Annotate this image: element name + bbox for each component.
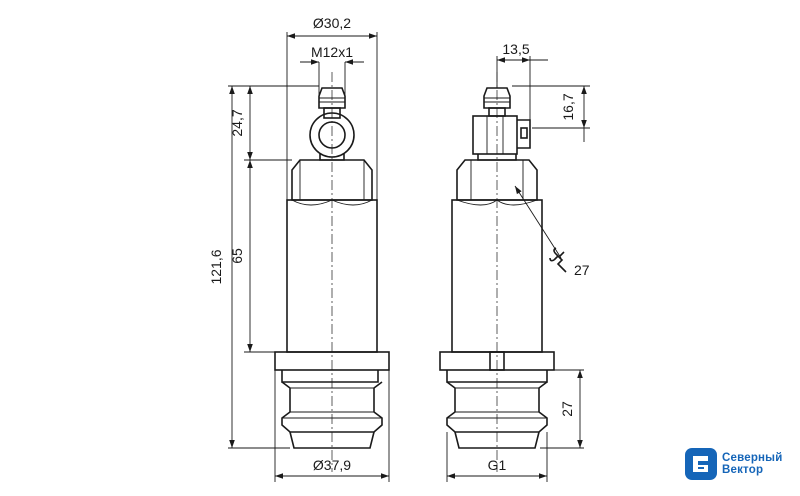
front-flange	[274, 351, 390, 371]
side-tip	[454, 431, 540, 449]
logo-line-1: Северный	[722, 452, 783, 464]
dim-front-connector-height: 24,7	[229, 109, 245, 136]
side-thread-collar	[446, 370, 548, 383]
front-connector-ring	[309, 112, 355, 158]
dim-front-thread: M12x1	[311, 44, 353, 60]
front-view: Ø30,2 M12x1 121,6 24,7 65 Ø37,9	[208, 15, 390, 482]
dim-side-bottom-thread: G1	[488, 457, 507, 473]
front-tip	[289, 431, 375, 449]
logo-wordmark: Северный Вектор	[722, 452, 782, 476]
dim-front-total-length: 121,6	[208, 249, 224, 284]
logo-mark-icon	[685, 448, 717, 480]
side-thread	[446, 381, 548, 433]
dim-front-diameter: Ø30,2	[313, 15, 351, 31]
side-top-nut	[483, 87, 511, 109]
front-neck	[323, 107, 341, 119]
dim-side-wrench-size: 27	[574, 262, 590, 278]
dim-front-bottom-diameter: Ø37,9	[313, 457, 351, 473]
front-connector-inner	[318, 121, 346, 149]
logo-line-2: Вектор	[722, 464, 764, 476]
wrench-icon	[549, 247, 567, 273]
dim-side-connector-height: 16,7	[560, 93, 576, 120]
side-connector-tab	[517, 119, 531, 149]
front-thread-collar	[281, 370, 379, 383]
side-flange-slot	[489, 351, 505, 371]
dim-side-connector-width: 13,5	[502, 41, 529, 57]
side-connector-block	[472, 115, 518, 155]
dim-side-thread-height: 27	[559, 401, 575, 417]
side-view: 13,5 16,7 27 27 G1	[439, 41, 590, 482]
front-thread	[281, 381, 383, 433]
company-logo: Северный Вектор	[684, 444, 800, 484]
side-connector-screw	[520, 127, 528, 139]
dim-front-body-height: 65	[229, 248, 245, 264]
